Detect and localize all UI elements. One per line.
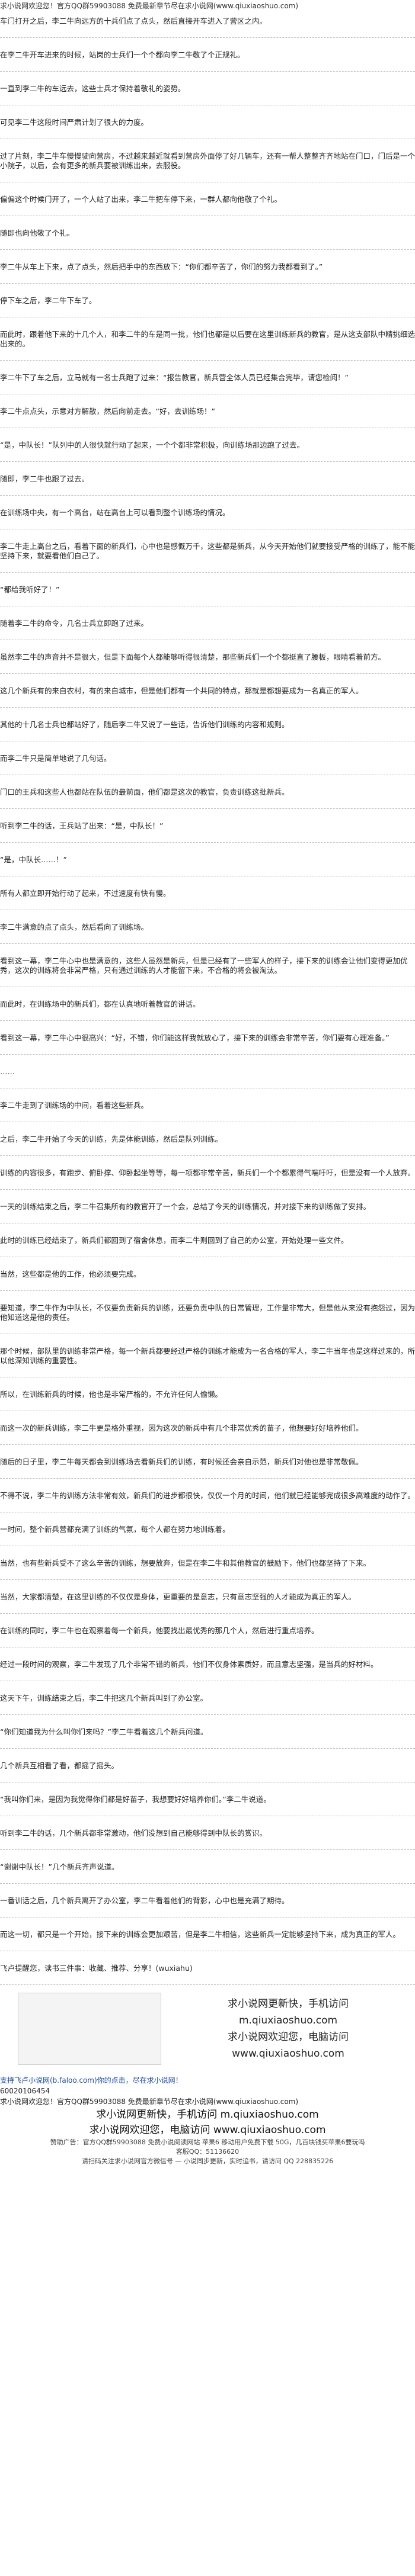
paragraph: 在训练场中央，有一个高台，站在高台上可以看到整个训练场的情况。	[0, 496, 415, 529]
paragraph: “我叫你们来，是因为我觉得你们都是好苗子，我想要好好培养你们。”李二牛说道。	[0, 1782, 415, 1816]
support-link[interactable]: 支持飞卢小说网(b.faloo.com)你的点击，尽在求小说网！	[0, 2076, 183, 2084]
paragraph: 门口的王兵和这些人也都站在队伍的最前面，他们都是这次的教官，负责训练这批新兵。	[0, 775, 415, 809]
paragraph: 虽然李二牛的声音并不是很大，但是下面每个人都能够听得很清楚，那些新兵们一个个都挺…	[0, 640, 415, 674]
paragraph: 当然，这些都是他的工作，他必须要完成。	[0, 1257, 415, 1291]
paragraph: 停下车之后，李二牛下车了。	[0, 284, 415, 317]
paragraph: 可见李二牛这段时间严肃计划了很大的力度。	[0, 105, 415, 139]
paragraph: 之后，李二牛开始了今天的训练，先是体能训练，然后是队列训练。	[0, 1122, 415, 1156]
chapter-content: 车门打开之后，李二牛向远方的十兵们点了点头，然后直接开车进入了营区之内。在李二牛…	[0, 13, 415, 1985]
paragraph: 车门打开之后，李二牛向远方的十兵们点了点头，然后直接开车进入了营区之内。	[0, 13, 415, 38]
paragraph: 在训练的同时，李二牛也在观察着每一个新兵，他要找出最优秀的那几个人，然后进行重点…	[0, 1614, 415, 1647]
paragraph: “谢谢中队长！”几个新兵齐声说道。	[0, 1850, 415, 1884]
paragraph: 此时的训练已经结束了，新兵们都回到了宿舍休息，而李二牛则回到了自己的办公室，开始…	[0, 1223, 415, 1257]
paragraph: 其他的十几名士兵也都站好了，随后李二牛又说了一些话，告诉他们训练的内容和规则。	[0, 708, 415, 741]
ad-line-2[interactable]: m.qiuxiaoshuo.com	[238, 2015, 338, 2026]
wechat-notice: 请扫码关注求小说网官方微信号 — 小说同步更新，实时追书，请访问 QQ 2288…	[81, 2157, 334, 2165]
paragraph: 而此时，在训练场中的新兵们，都在认真地听着教官的讲话。	[0, 987, 415, 1021]
paragraph: 一天的训练结束之后，李二牛召集所有的教官开了一个会，总结了今天的训练情况，并对接…	[0, 1190, 415, 1223]
paragraph: 当然，也有些新兵受不了这么辛苦的训练，想要放弃，但是在李二牛和其他教官的鼓励下，…	[0, 1546, 415, 1580]
paragraph: 而这一次的新兵训练，李二牛更是格外重视，因为这次的新兵中有几个非常优秀的苗子，他…	[0, 1411, 415, 1445]
ad-area: 求小说网更新快，手机访问 m.qiuxiaoshuo.com 求小说网欢迎您，电…	[0, 1987, 415, 2070]
paragraph: 在李二牛开车进来的时候，站岗的士兵们一个个都向李二牛敬了个正规礼。	[0, 38, 415, 72]
paragraph: 李二牛下了车之后，立马就有一名士兵跑了过来：“报告教官，新兵营全体人员已经集合完…	[0, 361, 415, 394]
paragraph: 训练的内容很多，有跑步、俯卧撑、仰卧起坐等等，每一项都非常辛苦，新兵们一个个都累…	[0, 1156, 415, 1190]
paragraph: 而李二牛只是简单地说了几句话。	[0, 741, 415, 775]
paragraph: 随即，李二牛也跟了过去。	[0, 462, 415, 496]
paragraph: 而此时，跟着他下来的十几个人，和李二牛的车是同一批，他们也都是以后要在这里训练新…	[0, 317, 415, 361]
paragraph: 当然，大家都清楚，在这里训练的不仅仅是身体，更重要的是意志，只有意志坚强的人才能…	[0, 1580, 415, 1614]
paragraph: 过了片刻，李二牛车慢慢驶向营房，不过越来越近就看到营房外面停了好几辆车，还有一帮…	[0, 139, 415, 182]
paragraph: 李二牛点点头，示意对方解散，然后向前走去。“好，去训练场！”	[0, 394, 415, 428]
paragraph: 随着李二牛的命令，几名士兵立即跑了过来。	[0, 606, 415, 640]
paragraph: 那个时候，部队里的训练非常严格，每一个新兵都要经过严格的训练才能成为一名合格的军…	[0, 1334, 415, 1377]
code-line: 60020106454	[0, 2087, 50, 2095]
paragraph: 看到这一幕，李二牛心中很高兴：“好，不错，你们能这样我就放心了，接下来的训练会非…	[0, 1021, 415, 1055]
paragraph: ……	[0, 1055, 415, 1088]
paragraph: 飞卢提醒您，读书三件事：收藏、推荐、分享！(wuxiahu)	[0, 1951, 415, 1985]
ad-line-3: 求小说网欢迎您，电脑访问	[228, 2031, 349, 2043]
mobile-visit-text[interactable]: 求小说网更新快，手机访问 m.qiuxiaoshuo.com	[96, 2109, 319, 2121]
ad-line-1: 求小说网更新快，手机访问	[228, 1998, 349, 2010]
sponsor-text: 赞助广告：官方QQ群59903088 免费小说阅读网站 苹果6 移动用户免费下载…	[50, 2138, 365, 2146]
paragraph: 而这一切，都只是一个开始，接下来的训练会更加艰苦，但是李二牛相信，这些新兵一定能…	[0, 1917, 415, 1951]
paragraph: 这天下午，训练结束之后，李二牛把这几个新兵叫到了办公室。	[0, 1681, 415, 1715]
paragraph: 听到李二牛的话，王兵站了出来：“是，中队长！”	[0, 809, 415, 843]
qr-code-image	[18, 1993, 161, 2065]
paragraph: 李二牛从车上下来，点了点头，然后把手中的东西放下：“你们都辛苦了，你们的努力我都…	[0, 250, 415, 284]
paragraph: 要知道，李二牛作为中队长，不仅要负责新兵的训练，还要负责中队的日常管理，工作量非…	[0, 1291, 415, 1334]
service-qq: 客服QQ：51136620	[175, 2148, 240, 2156]
site-notice-bottom: 求小说网欢迎您！官方QQ群59903088 免费最新章节尽在求小说网(www.q…	[0, 2098, 299, 2106]
paragraph: 看到这一幕，李二牛心中也是满意的，这些人虽然是新兵，但是已经有了一些军人的样子，…	[0, 944, 415, 987]
paragraph: 随后的日子里，李二牛每天都会到训练场去看新兵们的训练，有时候还会亲自示范，新兵们…	[0, 1445, 415, 1479]
paragraph: 所有人都立即开始行动了起来，不过速度有快有慢。	[0, 876, 415, 910]
paragraph: 李二牛走到了训练场的中间，看着这些新兵。	[0, 1088, 415, 1122]
pc-visit-text[interactable]: 求小说网欢迎您，电脑访问 www.qiuxiaoshuo.com	[89, 2124, 326, 2136]
paragraph: 不得不说，李二牛的训练方法非常有效，新兵们的进步都很快，仅仅一个月的时间，他们就…	[0, 1479, 415, 1512]
paragraph: 一直到李二牛的车远去，这些士兵才保持着敬礼的姿势。	[0, 72, 415, 105]
paragraph: 一时间，整个新兵营都充满了训练的气氛，每个人都在努力地训练着。	[0, 1512, 415, 1546]
paragraph: “都给我听好了！”	[0, 573, 415, 606]
ad-text: 求小说网更新快，手机访问 m.qiuxiaoshuo.com 求小说网欢迎您，电…	[161, 1996, 415, 2062]
paragraph: 一番训话之后，几个新兵离开了办公室，李二牛看着他们的背影，心中也是充满了期待。	[0, 1884, 415, 1917]
paragraph: “是，中队长！”队列中的人很快就行动了起来，一个个都非常积极，向训练场那边跑了过…	[0, 428, 415, 462]
paragraph: 听到李二牛的话，几个新兵都非常激动，他们没想到自己能够得到中队长的赏识。	[0, 1816, 415, 1850]
paragraph: 几个新兵互相看了看，都摇了摇头。	[0, 1749, 415, 1782]
site-notice-top: 求小说网欢迎您！官方QQ群59903088 免费最新章节尽在求小说网(www.q…	[0, 2, 299, 10]
paragraph: “是，中队长……！”	[0, 843, 415, 876]
ad-line-4[interactable]: www.qiuxiaoshuo.com	[232, 2048, 344, 2060]
footer: 支持飞卢小说网(b.faloo.com)你的点击，尽在求小说网！ 6002010…	[0, 2075, 415, 2166]
paragraph: 偏偏这个时候门开了，一个人站了出来，李二牛把车停下来，一群人都向他敬了个礼。	[0, 182, 415, 216]
paragraph: 经过一段时间的观察，李二牛发现了几个非常不错的新兵，他们不仅身体素质好，而且意志…	[0, 1647, 415, 1681]
paragraph: 随即也向他敬了个礼。	[0, 216, 415, 250]
paragraph: 李二牛走上高台之后，看着下面的新兵们，心中也是感慨万千，这些都是新兵，从今天开始…	[0, 529, 415, 573]
paragraph: “你们知道我为什么叫你们来吗？”李二牛看着这几个新兵问道。	[0, 1715, 415, 1749]
paragraph: 李二牛满意的点了点头，然后看向了训练场。	[0, 910, 415, 944]
paragraph: 所以，在训练新兵的时候，他也是非常严格的，不允许任何人偷懒。	[0, 1377, 415, 1411]
paragraph: 这几个新兵有的来自农村，有的来自城市，但是他们都有一个共同的特点，那就是都想要成…	[0, 674, 415, 708]
